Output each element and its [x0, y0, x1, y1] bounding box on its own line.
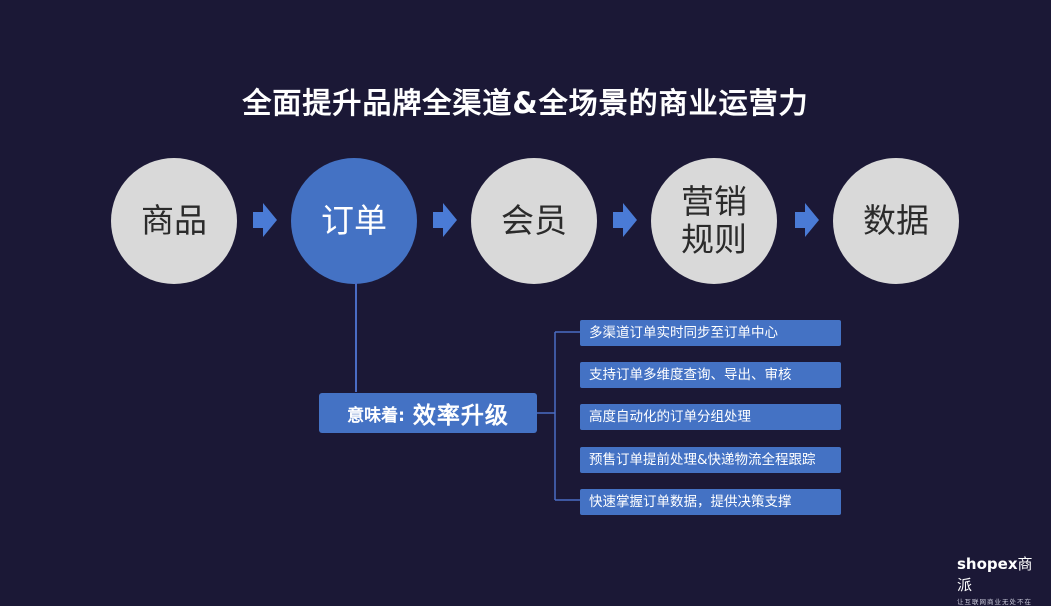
step-circle-goods: 商品: [111, 158, 237, 284]
step-label: 商品: [141, 201, 207, 240]
feature-item: 多渠道订单实时同步至订单中心: [580, 320, 841, 346]
arrow-right-icon: [613, 203, 637, 237]
feature-item: 快速掌握订单数据，提供决策支撑: [580, 489, 841, 515]
step-circle-data: 数据: [833, 158, 959, 284]
arrow-right-icon: [253, 203, 277, 237]
feature-item: 高度自动化的订单分组处理: [580, 404, 841, 430]
meaning-value: 效率升级: [412, 403, 509, 429]
arrow-right-icon: [795, 203, 819, 237]
feature-item: 支持订单多维度查询、导出、审核: [580, 362, 841, 388]
step-circle-marketing-rules: 营销 规则: [651, 158, 777, 284]
meaning-prefix: 意味着:: [347, 405, 405, 426]
shopex-logo: shopex商派 让互联网商业无处不在: [957, 553, 1043, 606]
slide-title: 全面提升品牌全渠道&全场景的商业运营力: [242, 86, 809, 120]
logo-tagline: 让互联网商业无处不在: [957, 598, 1032, 606]
step-label: 会员: [501, 201, 567, 240]
step-label: 数据: [863, 201, 929, 240]
step-circle-members: 会员: [471, 158, 597, 284]
step-label: 营销 规则: [681, 182, 747, 259]
bracket-connector: [537, 331, 580, 501]
feature-item: 预售订单提前处理&快递物流全程跟踪: [580, 447, 841, 473]
step-circle-orders: 订单: [291, 158, 417, 284]
arrow-right-icon: [433, 203, 457, 237]
meaning-box: 意味着: 效率升级: [319, 393, 537, 433]
logo-brand: shopex商派: [957, 555, 1033, 594]
step-label: 订单: [321, 201, 387, 240]
connector-line: [355, 282, 357, 392]
